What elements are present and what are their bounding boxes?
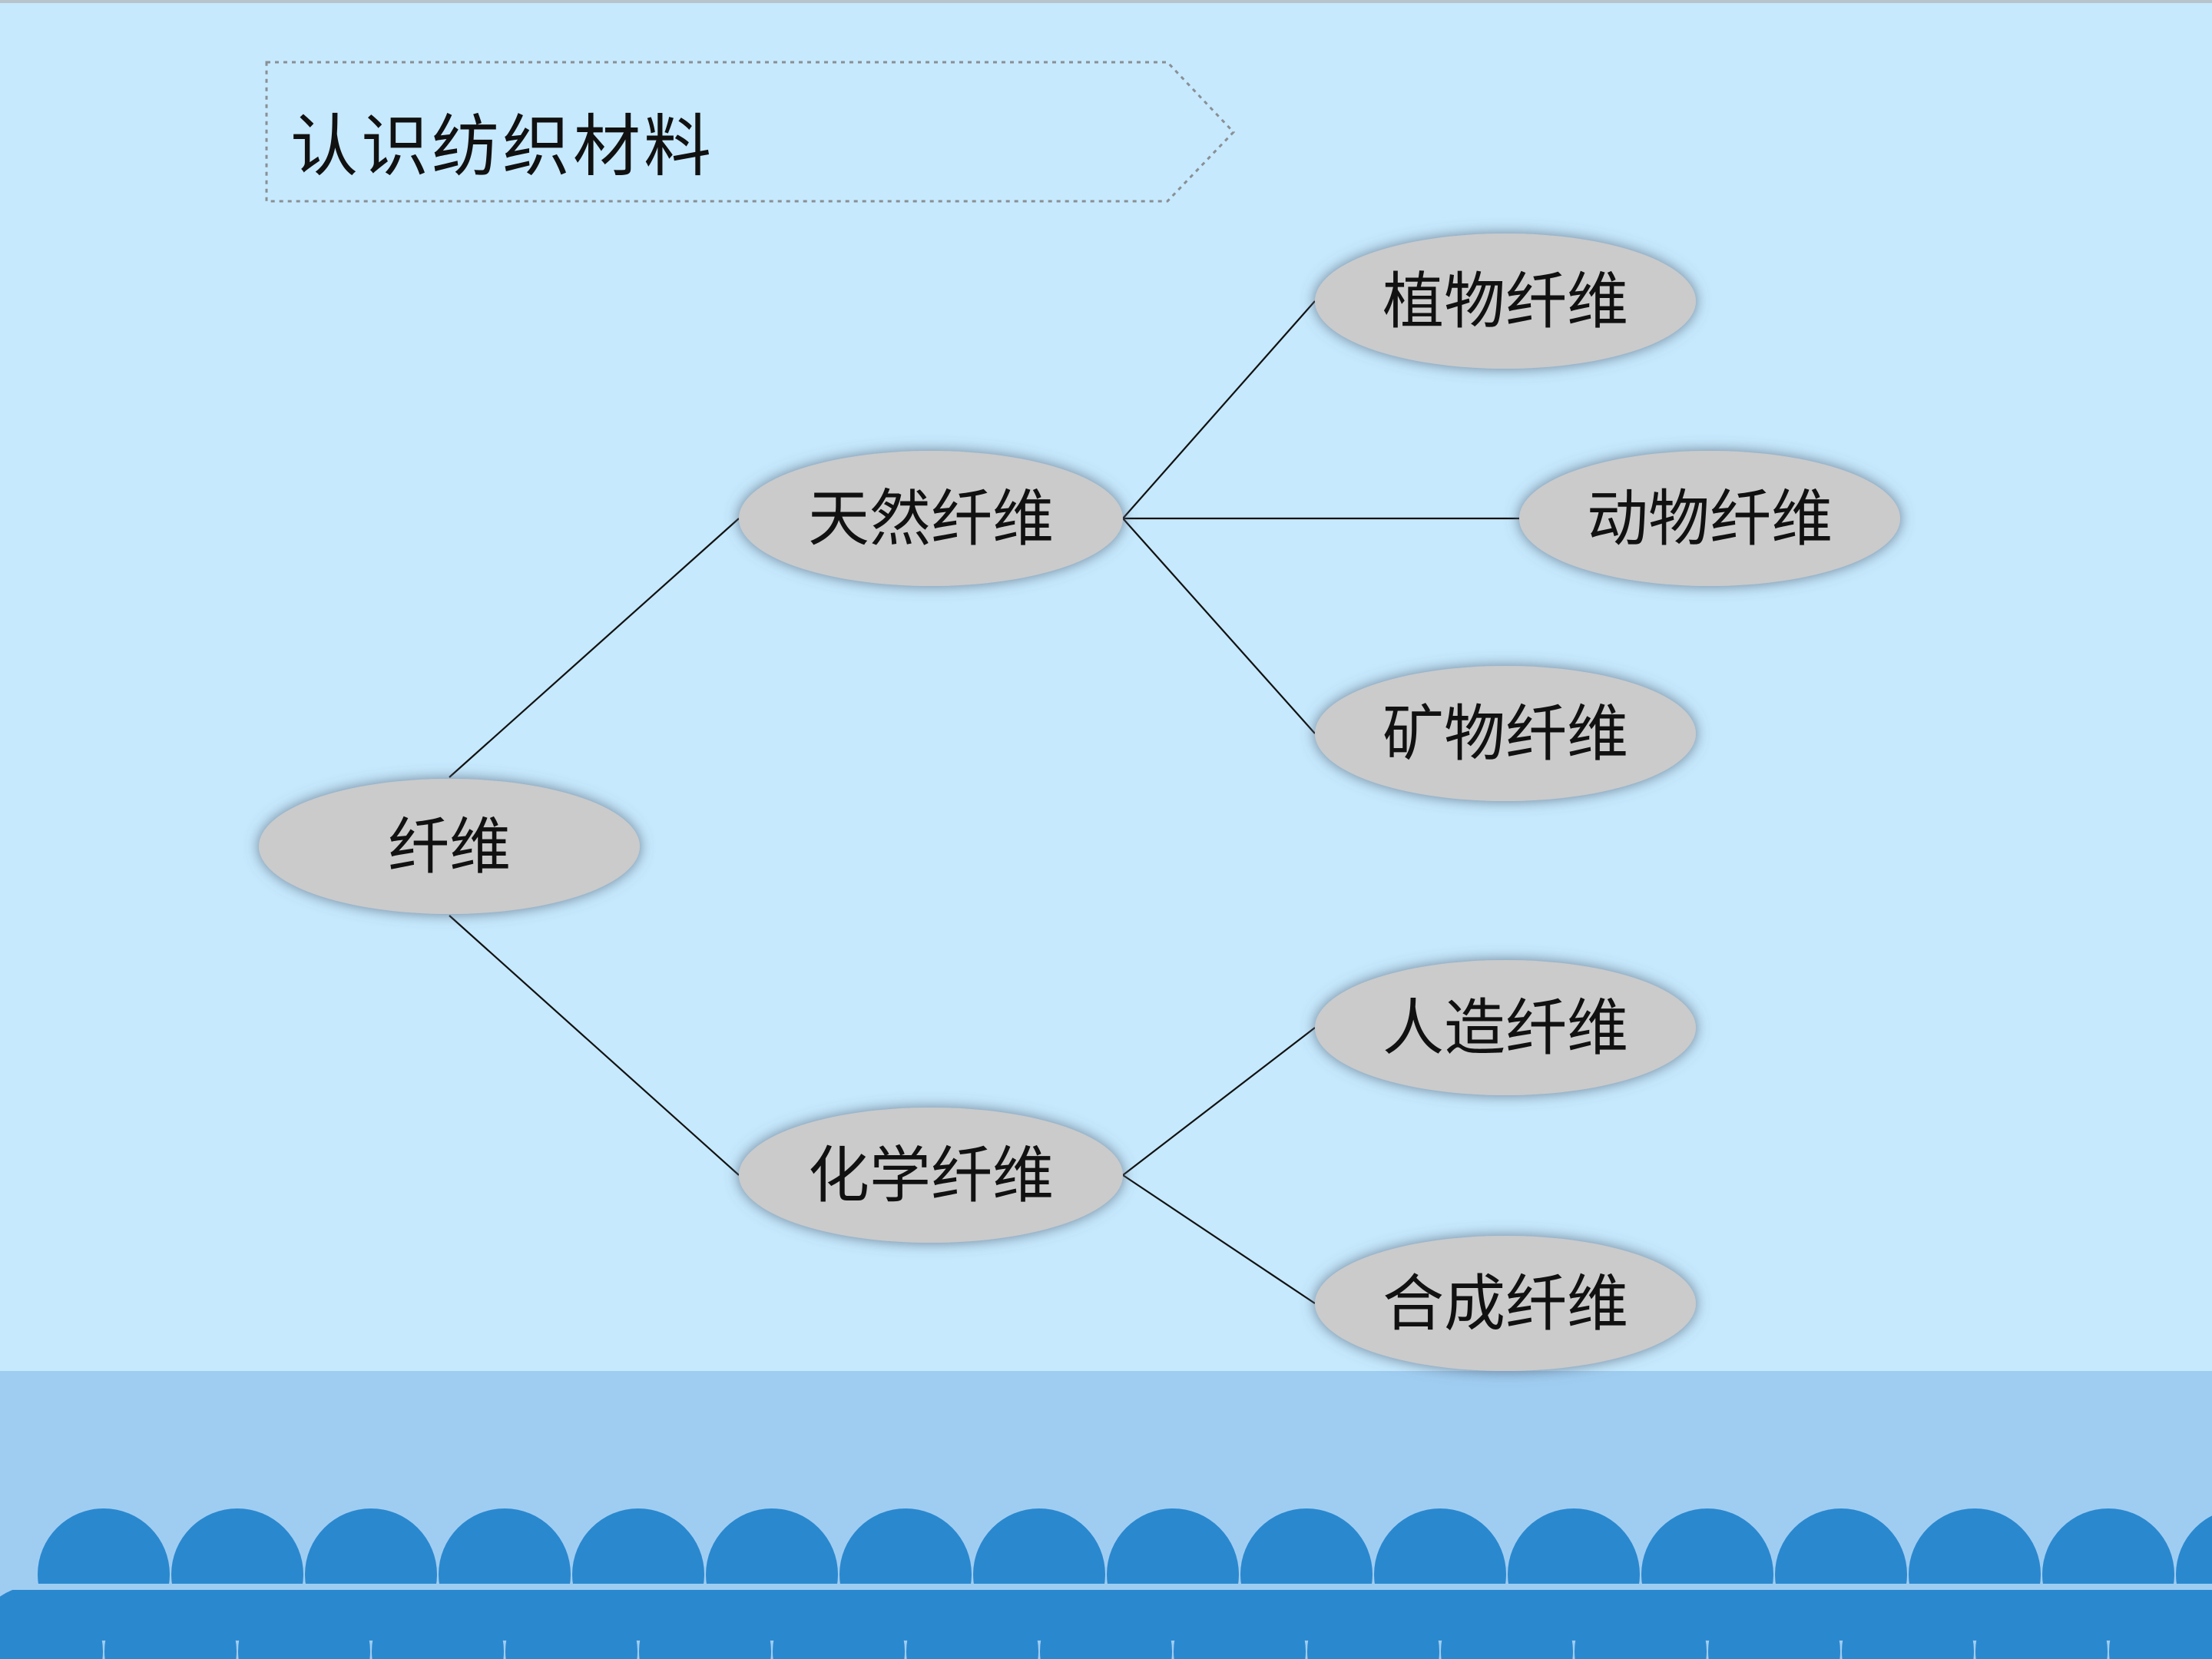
- scallop: [639, 1585, 771, 1659]
- scallop: [1708, 1585, 1840, 1659]
- node-leaf-1-3: 矿物纤维: [1315, 666, 1696, 801]
- node-branch-1-shape: [739, 451, 1123, 586]
- node-leaf-1-2: 动物纤维: [1519, 451, 1900, 586]
- scallop: [1975, 1585, 2108, 1659]
- connector-line: [1122, 1174, 1316, 1304]
- connector-line: [1122, 1027, 1316, 1176]
- scallop: [1307, 1585, 1439, 1659]
- scallop: [1575, 1585, 1707, 1659]
- scallop: [1040, 1585, 1172, 1659]
- slide-title: 认识纺织材料: [290, 107, 715, 186]
- scallop-gap: [0, 1584, 2212, 1590]
- node-root: 纤维: [259, 779, 640, 914]
- node-leaf-2-1-label: 人造纤维: [1382, 992, 1628, 1064]
- node-leaf-1-1: 植物纤维: [1315, 233, 1696, 369]
- node-leaf-1-3-shape: [1315, 666, 1696, 801]
- connector-line: [1122, 518, 1316, 734]
- scallop: [1842, 1585, 1974, 1659]
- node-branch-2: 化学纤维: [739, 1108, 1123, 1243]
- node-root-label: 纤维: [388, 811, 511, 882]
- scallop-border: [0, 1508, 2212, 1659]
- top-edge-line: [0, 0, 2212, 3]
- connector-line: [1122, 300, 1316, 519]
- node-leaf-1-3-label: 矿物纤维: [1382, 698, 1628, 770]
- node-branch-1-label: 天然纤维: [808, 483, 1054, 555]
- scallop: [104, 1585, 237, 1659]
- scallop: [372, 1585, 504, 1659]
- node-leaf-1-1-shape: [1315, 233, 1696, 369]
- scallop: [238, 1585, 370, 1659]
- node-leaf-2-2-label: 合成纤维: [1382, 1268, 1628, 1339]
- scallop: [773, 1585, 905, 1659]
- scallop: [1174, 1585, 1306, 1659]
- connector-line: [449, 518, 740, 778]
- node-leaf-2-2-shape: [1315, 1236, 1696, 1371]
- node-leaf-2-2: 合成纤维: [1315, 1236, 1696, 1371]
- scallop: [0, 1585, 103, 1659]
- scallop: [1441, 1585, 1573, 1659]
- scallop: [505, 1585, 637, 1659]
- node-branch-2-shape: [739, 1108, 1123, 1243]
- connector-lines: [449, 300, 1519, 1304]
- node-leaf-2-1: 人造纤维: [1315, 960, 1696, 1095]
- connector-line: [449, 915, 740, 1176]
- node-branch-2-label: 化学纤维: [808, 1140, 1054, 1211]
- node-leaf-2-1-shape: [1315, 960, 1696, 1095]
- node-branch-1: 天然纤维: [739, 451, 1123, 586]
- scallop: [2109, 1585, 2212, 1659]
- title-area: 认识纺织材料: [0, 0, 1244, 207]
- node-leaf-1-2-shape: [1519, 451, 1900, 586]
- scallop: [906, 1585, 1038, 1659]
- node-leaf-1-2-label: 动物纤维: [1587, 483, 1833, 555]
- node-root-shape: [259, 779, 640, 914]
- node-leaf-1-1-label: 植物纤维: [1382, 266, 1628, 337]
